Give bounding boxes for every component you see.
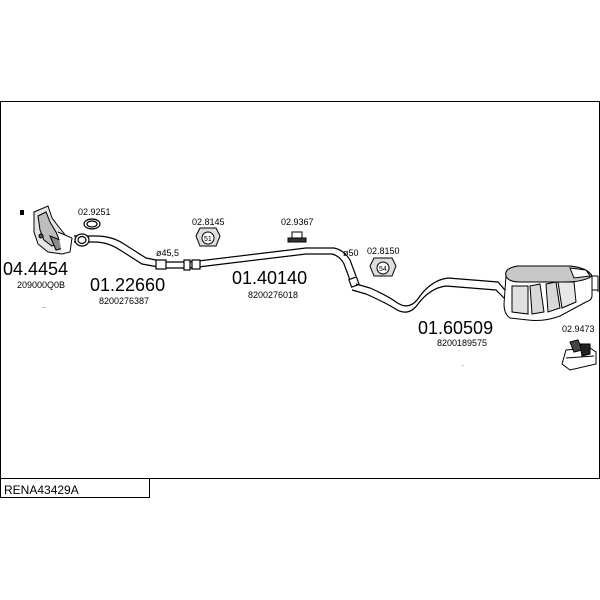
middle-diameter-label: ø50 — [343, 248, 359, 258]
catalyst-dot: . — [44, 303, 46, 310]
clamp-51-size: 51 — [204, 236, 212, 243]
front-diameter-label: ø45,5 — [156, 248, 179, 258]
bracket-icon — [561, 339, 597, 371]
rubber-mount-icon — [287, 231, 307, 243]
catalyst-drawing — [33, 205, 73, 255]
rear-silencer-number: 01.60509 — [418, 318, 493, 338]
reference-box — [0, 478, 150, 498]
rear-silencer-dot: . — [462, 361, 464, 368]
gasket-number: 02.9251 — [78, 207, 111, 217]
middle-pipe-number: 01.40140 — [232, 268, 307, 288]
catalyst-number: 04.4454 — [3, 259, 68, 279]
gasket-icon — [83, 218, 101, 230]
reference-code: RENA43429A — [4, 483, 79, 497]
clamp-54-icon: 54 — [369, 257, 397, 277]
bracket-number: 02.9473 — [562, 324, 595, 334]
rear-silencer-oem: 8200189575 — [437, 338, 487, 348]
middle-pipe-drawing — [189, 247, 360, 288]
rear-pipe-drawing — [351, 277, 511, 313]
front-pipe-dot: . — [42, 303, 44, 310]
catalyst-oem: 209000Q0B — [17, 280, 65, 290]
front-pipe-number: 01.22660 — [90, 275, 165, 295]
middle-pipe-oem: 8200276018 — [248, 290, 298, 300]
front-pipe-oem: 8200276387 — [99, 296, 149, 306]
clamp-51-icon: 51 — [195, 227, 221, 247]
clamp-51-number: 02.8145 — [192, 217, 225, 227]
clamp-54-number: 02.8150 — [367, 246, 400, 256]
front-pipe-drawing — [74, 233, 191, 271]
catalyst-sensor — [20, 210, 24, 215]
clamp-54-size: 54 — [379, 266, 387, 273]
rubber-mount-number: 02.9367 — [281, 217, 314, 227]
rear-silencer-drawing — [503, 265, 599, 321]
